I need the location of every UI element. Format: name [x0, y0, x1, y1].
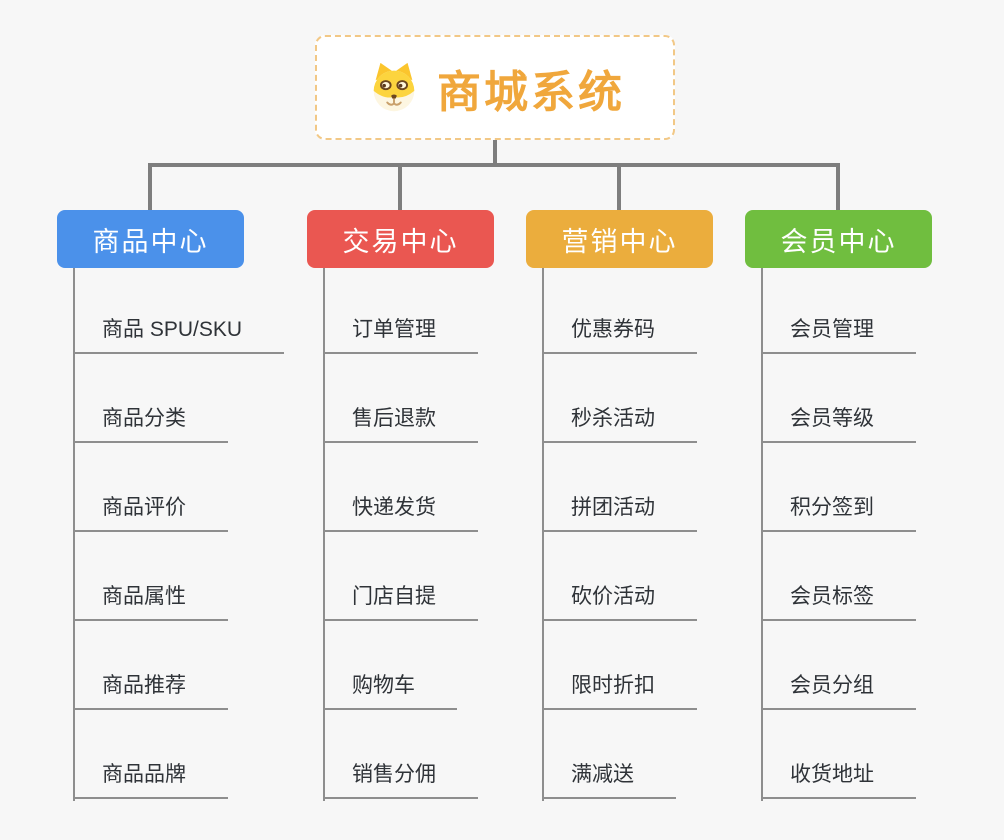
- leaf-node[interactable]: 商品品牌: [73, 758, 228, 799]
- leaf-node[interactable]: 砍价活动: [542, 580, 697, 621]
- connector-root-stub: [493, 140, 497, 167]
- branch-vertical-line: [73, 268, 75, 801]
- leaf-list: 商品 SPU/SKU 商品分类 商品评价 商品属性 商品推荐 商品品牌: [73, 268, 285, 799]
- leaf-node[interactable]: 限时折扣: [542, 669, 697, 710]
- leaf-node[interactable]: 收货地址: [761, 758, 916, 799]
- dog-icon: [373, 62, 415, 111]
- connector-rail: [148, 163, 840, 167]
- leaf-node[interactable]: 购物车: [323, 669, 457, 710]
- leaf-node[interactable]: 订单管理: [323, 313, 478, 354]
- leaf-node[interactable]: 门店自提: [323, 580, 478, 621]
- leaf-list: 会员管理 会员等级 积分签到 会员标签 会员分组 收货地址: [761, 268, 916, 799]
- branch-trade-center: 交易中心 订单管理 售后退款 快递发货 门店自提 购物车 销售分佣: [307, 210, 557, 801]
- connector-stub: [617, 163, 621, 210]
- leaf-node[interactable]: 商品分类: [73, 402, 228, 443]
- leaf-node[interactable]: 优惠券码: [542, 313, 697, 354]
- branch-node-member-center[interactable]: 会员中心: [745, 210, 932, 268]
- branch-member-center: 会员中心 会员管理 会员等级 积分签到 会员标签 会员分组 收货地址: [745, 210, 995, 801]
- leaf-list: 优惠券码 秒杀活动 拼团活动 砍价活动 限时折扣 满减送: [542, 268, 697, 799]
- branch-node-product-center[interactable]: 商品中心: [57, 210, 244, 268]
- root-node[interactable]: 商城系统: [315, 35, 675, 140]
- branch-vertical-line: [542, 268, 544, 801]
- connector-stub: [148, 163, 152, 210]
- root-title: 商城系统: [437, 67, 625, 117]
- leaf-node[interactable]: 销售分佣: [323, 758, 478, 799]
- leaf-node[interactable]: 会员标签: [761, 580, 916, 621]
- leaf-node[interactable]: 积分签到: [761, 491, 916, 532]
- connector-stub: [836, 163, 840, 210]
- leaf-node[interactable]: 商品属性: [73, 580, 228, 621]
- leaf-node[interactable]: 满减送: [542, 758, 676, 799]
- branch-vertical-line: [761, 268, 763, 801]
- leaf-node[interactable]: 商品评价: [73, 491, 228, 532]
- leaf-node[interactable]: 售后退款: [323, 402, 478, 443]
- leaf-node[interactable]: 会员等级: [761, 402, 916, 443]
- branch-node-trade-center[interactable]: 交易中心: [307, 210, 494, 268]
- leaf-node[interactable]: 会员管理: [761, 313, 916, 354]
- leaf-node[interactable]: 商品 SPU/SKU: [73, 313, 285, 354]
- leaf-node[interactable]: 秒杀活动: [542, 402, 697, 443]
- leaf-node[interactable]: 会员分组: [761, 669, 916, 710]
- connector-stub: [398, 163, 402, 210]
- leaf-node[interactable]: 商品推荐: [73, 669, 228, 710]
- branch-node-marketing-center[interactable]: 营销中心: [526, 210, 713, 268]
- leaf-node[interactable]: 快递发货: [323, 491, 478, 532]
- branch-product-center: 商品中心 商品 SPU/SKU 商品分类 商品评价 商品属性 商品推荐 商品品牌: [57, 210, 307, 801]
- leaf-list: 订单管理 售后退款 快递发货 门店自提 购物车 销售分佣: [323, 268, 478, 799]
- leaf-node[interactable]: 拼团活动: [542, 491, 697, 532]
- branch-vertical-line: [323, 268, 325, 801]
- branch-marketing-center: 营销中心 优惠券码 秒杀活动 拼团活动 砍价活动 限时折扣 满减送: [526, 210, 776, 801]
